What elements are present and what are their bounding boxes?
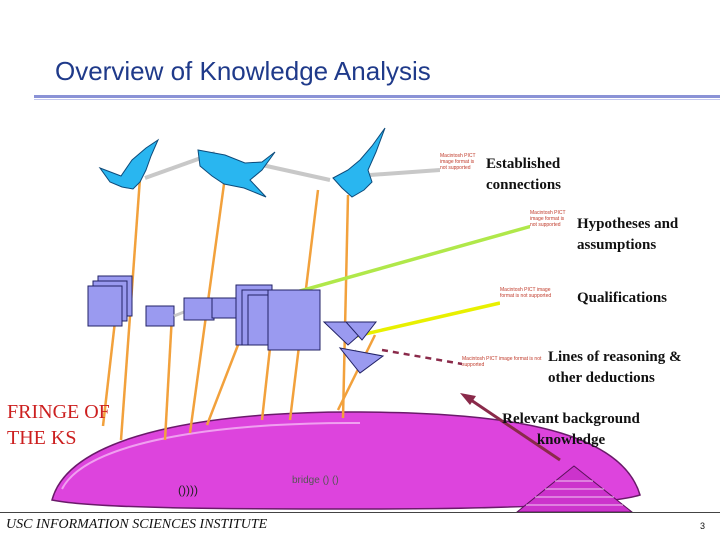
triangle-icon bbox=[338, 347, 385, 374]
established-connections-label: Established connections bbox=[486, 156, 561, 193]
qualifications-label: Qualifications bbox=[577, 290, 668, 306]
gray-link bbox=[369, 168, 441, 177]
document-stack-icon bbox=[267, 289, 321, 351]
pict-placeholder: Macintosh PICT image format is not suppo… bbox=[440, 153, 480, 189]
document-stack-icon bbox=[87, 285, 123, 327]
pict-placeholder: Macintosh PICT image format is not suppo… bbox=[500, 287, 564, 311]
footer-institute: USC INFORMATION SCIENCES INSTITUTE bbox=[6, 517, 268, 532]
orange-link bbox=[341, 194, 350, 419]
background-knowledge-label: Relevant background knowledge bbox=[502, 411, 640, 448]
fringe-fragment: bridge () () bbox=[292, 475, 339, 486]
gray-link bbox=[173, 310, 185, 318]
lines-of-reasoning-label: Lines of reasoning & other deductions bbox=[548, 349, 682, 386]
fringe-label: FRINGE OF THE KS bbox=[7, 401, 110, 449]
folder-icon bbox=[211, 297, 237, 319]
orange-link bbox=[336, 334, 377, 411]
folder-icon bbox=[145, 305, 175, 327]
footer-rule bbox=[0, 512, 720, 513]
fringe-edge-line bbox=[61, 421, 361, 490]
orange-link bbox=[205, 344, 240, 426]
bird-icon bbox=[98, 138, 160, 190]
bird-icon bbox=[197, 149, 276, 198]
knowledge-structure-shape bbox=[51, 411, 641, 510]
pict-placeholder: Macintosh PICT image format is not suppo… bbox=[462, 356, 542, 380]
orange-link bbox=[163, 314, 174, 441]
gray-link bbox=[261, 163, 331, 182]
arrow-head-icon bbox=[460, 393, 476, 405]
page-number: 3 bbox=[700, 521, 706, 531]
triangle-icon bbox=[344, 321, 378, 341]
background-arrow bbox=[464, 394, 561, 462]
reasoning-link bbox=[381, 348, 469, 367]
paren-fragment: ()))) bbox=[178, 483, 198, 497]
hypotheses-label: Hypotheses and assumptions bbox=[577, 216, 679, 253]
title-underline bbox=[34, 95, 720, 98]
pict-placeholder: Macintosh PICT image format is not suppo… bbox=[530, 210, 570, 246]
slide-title: Overview of Knowledge Analysis bbox=[55, 56, 431, 86]
folder-icon bbox=[183, 297, 215, 321]
title-underline-shadow bbox=[34, 99, 720, 100]
bird-icon bbox=[332, 127, 386, 198]
qualification-link bbox=[351, 301, 501, 339]
